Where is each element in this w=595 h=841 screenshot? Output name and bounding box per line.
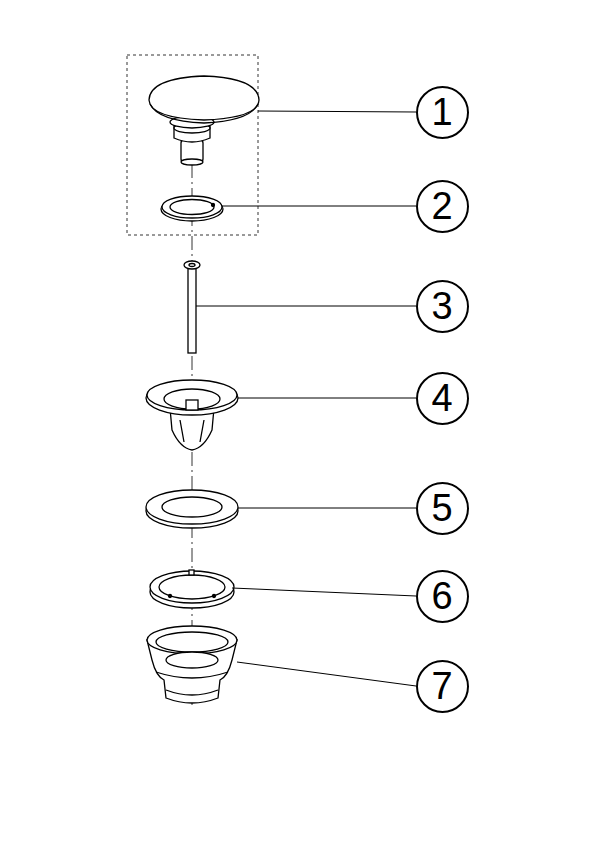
leader-lines [196,111,416,686]
callout-circle: 4 [416,372,469,425]
seal-ring-part [161,196,223,221]
callout-number: 2 [431,187,452,225]
callout-circle: 5 [416,482,469,535]
strainer-body-part [146,380,238,450]
callout-circle: 3 [416,280,469,333]
callout-circle: 6 [416,570,469,623]
kit-bracket [127,55,258,235]
callout-number: 1 [431,93,452,131]
callout-number: 6 [431,577,452,615]
stopper-part [149,76,259,165]
housing-part [147,626,237,703]
callout-circle: 2 [416,180,469,233]
rod-part [184,261,200,353]
clamp-ring-part [150,570,234,608]
callout-circle: 7 [416,660,469,713]
washer-part [146,490,238,528]
callout-number: 4 [431,379,452,417]
callout-number: 3 [431,287,452,325]
callout-number: 7 [431,667,452,705]
callout-circle: 1 [416,86,469,139]
callout-number: 5 [431,489,452,527]
